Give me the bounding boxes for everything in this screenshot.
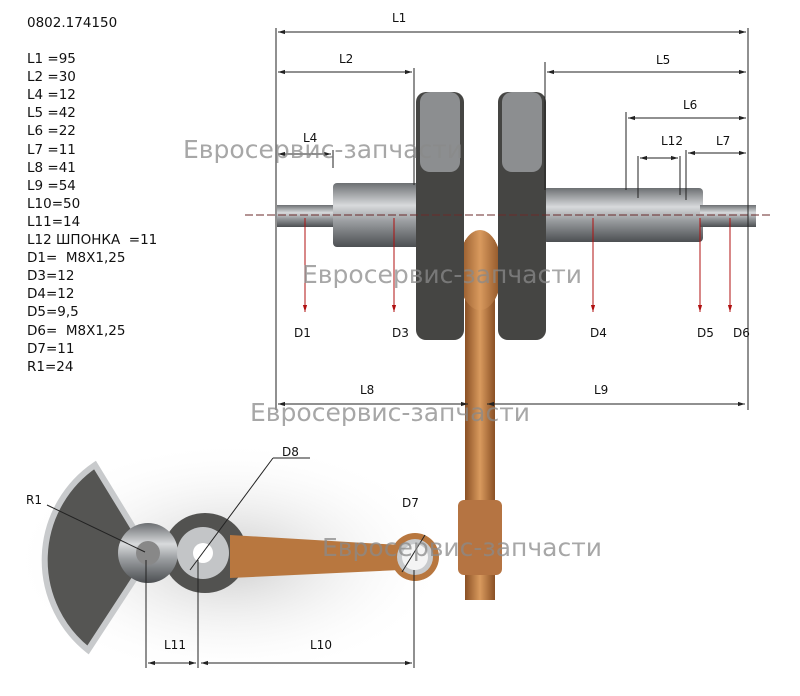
spec-item: L11=14 bbox=[27, 213, 81, 230]
spec-item: R1=24 bbox=[27, 358, 74, 375]
spec-item: D6= M8X1,25 bbox=[27, 322, 126, 339]
label-L9: L9 bbox=[594, 383, 608, 397]
spec-item: L7 =11 bbox=[27, 141, 76, 158]
spec-item: L10=50 bbox=[27, 195, 81, 212]
label-L10: L10 bbox=[310, 638, 332, 652]
crankshaft-photo bbox=[245, 92, 772, 600]
label-L4: L4 bbox=[303, 131, 317, 145]
spec-item: D3=12 bbox=[27, 268, 75, 285]
label-L7: L7 bbox=[716, 134, 730, 148]
spec-item: D5=9,5 bbox=[27, 304, 79, 321]
part-number: 0802.174150 bbox=[27, 15, 118, 31]
label-D3: D3 bbox=[392, 326, 409, 340]
label-D4: D4 bbox=[590, 326, 607, 340]
label-L11: L11 bbox=[164, 638, 186, 652]
watermark: Евросервис-запчасти bbox=[250, 398, 530, 427]
spec-item: L9 =54 bbox=[27, 177, 76, 194]
spec-item: L6 =22 bbox=[27, 123, 76, 140]
label-L6: L6 bbox=[683, 98, 697, 112]
label-D8: D8 bbox=[282, 445, 299, 459]
label-L12: L12 bbox=[661, 134, 683, 148]
spec-item: L2 =30 bbox=[27, 69, 76, 86]
spec-item: D7=11 bbox=[27, 340, 75, 357]
label-L2: L2 bbox=[339, 52, 353, 66]
label-D7: D7 bbox=[402, 496, 419, 510]
label-L1: L1 bbox=[392, 11, 406, 25]
label-L5: L5 bbox=[656, 53, 670, 67]
spec-item: D4=12 bbox=[27, 286, 75, 303]
spec-item: L4 =12 bbox=[27, 87, 76, 104]
conrod-dimension-lines bbox=[46, 457, 426, 668]
spec-item: L1 =95 bbox=[27, 51, 76, 68]
spec-item: D1= M8X1,25 bbox=[27, 250, 126, 267]
watermark: Евросервис-запчасти bbox=[302, 260, 582, 289]
watermark: Евросервис-запчасти bbox=[183, 135, 463, 164]
label-R1: R1 bbox=[26, 493, 42, 507]
spec-item: L12 ШПОНКА =11 bbox=[27, 232, 158, 249]
spec-item: L5 =42 bbox=[27, 105, 76, 122]
label-D5: D5 bbox=[697, 326, 714, 340]
watermark: Евросервис-запчасти bbox=[322, 533, 602, 562]
label-L8: L8 bbox=[360, 383, 374, 397]
dimension-lines bbox=[275, 28, 749, 410]
spec-item: L8 =41 bbox=[27, 159, 76, 176]
diameter-arrows bbox=[302, 218, 733, 312]
conrod-photo bbox=[10, 440, 450, 680]
label-D1: D1 bbox=[294, 326, 311, 340]
label-D6: D6 bbox=[733, 326, 750, 340]
